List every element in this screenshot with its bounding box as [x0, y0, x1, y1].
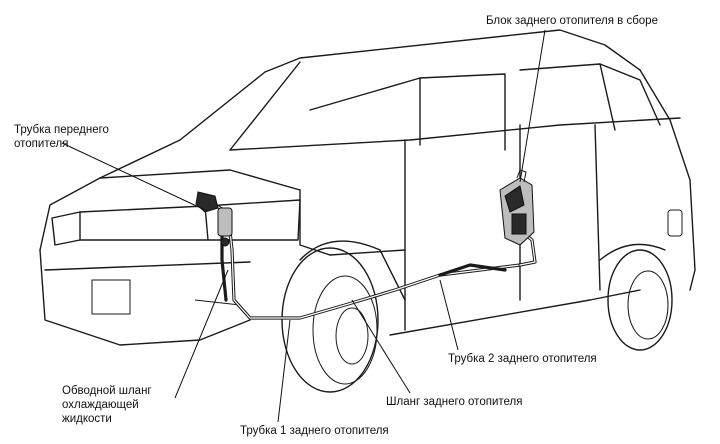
- front-heater-pipe-fitting: [195, 191, 233, 247]
- bypass-hose-label: Обводной шланг охлаждающей жидкости: [62, 385, 152, 425]
- rear-heater-pipe-2-label: Трубка 2 заднего отопителя: [448, 353, 597, 365]
- car-body: [39, 29, 696, 393]
- heater-piping: [203, 198, 537, 320]
- leader-lines: [61, 29, 546, 423]
- rear-heater-pipe-1-label: Трубка 1 заднего отопителя: [240, 425, 389, 437]
- front-heater-pipe-label: Трубка переднего отопителя: [14, 124, 109, 150]
- rear-heater-unit-label: Блок заднего отопителя в сборе: [486, 15, 658, 27]
- rear-heater-hose-label: Шланг заднего отопителя: [386, 396, 523, 408]
- rear-heater-unit: [499, 169, 535, 246]
